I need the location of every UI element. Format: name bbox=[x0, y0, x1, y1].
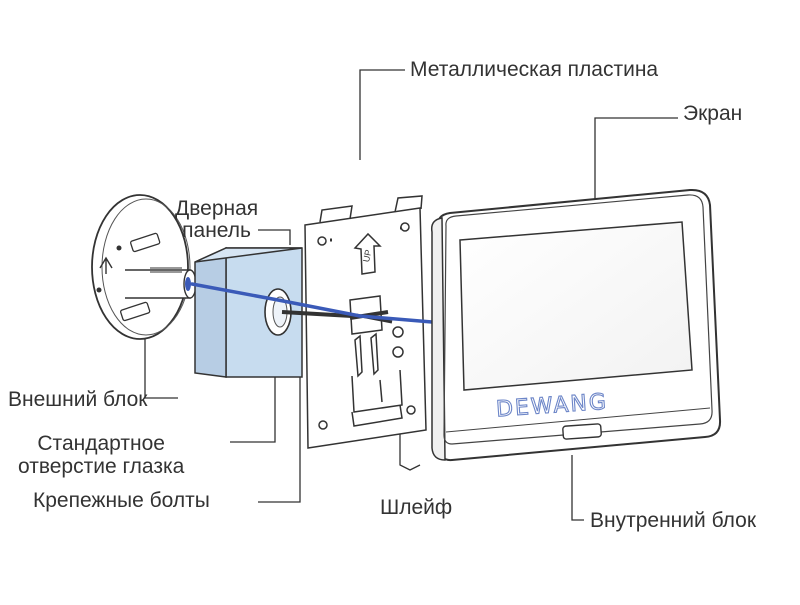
label-door-panel-line1: Дверная bbox=[175, 197, 259, 220]
outer-unit-slot-bottom bbox=[120, 301, 151, 322]
label-inner-unit: Внутренний блок bbox=[590, 509, 757, 532]
arrow-up-icon bbox=[99, 256, 113, 274]
home-button bbox=[562, 423, 602, 440]
metal-plate: UP bbox=[304, 195, 427, 449]
outer-unit bbox=[91, 194, 197, 340]
outer-unit-slot-top bbox=[130, 232, 161, 253]
label-standard-peephole-hole: Стандартное отверстие глазка bbox=[18, 432, 184, 478]
ribbon-cable bbox=[190, 282, 434, 324]
door-panel bbox=[194, 246, 303, 378]
inner-unit: DEWANG bbox=[430, 188, 722, 462]
label-ribbon-cable: Шлейф bbox=[380, 496, 453, 519]
label-std-hole-line1: Стандартное bbox=[37, 432, 165, 455]
label-screen: Экран bbox=[683, 102, 743, 125]
plate-up-marking: UP bbox=[361, 249, 373, 263]
label-outer-unit: Внешний блок bbox=[8, 388, 148, 411]
label-door-panel-line2: панель bbox=[182, 219, 251, 242]
up-arrow-icon bbox=[353, 232, 382, 275]
label-std-hole-line2: отверстие глазка bbox=[18, 455, 185, 478]
label-door-panel: Дверная панель bbox=[175, 198, 258, 242]
label-metal-plate: Металлическая пластина bbox=[410, 58, 659, 81]
label-mounting-bolts: Крепежные болты bbox=[33, 489, 210, 512]
screen bbox=[459, 221, 693, 391]
